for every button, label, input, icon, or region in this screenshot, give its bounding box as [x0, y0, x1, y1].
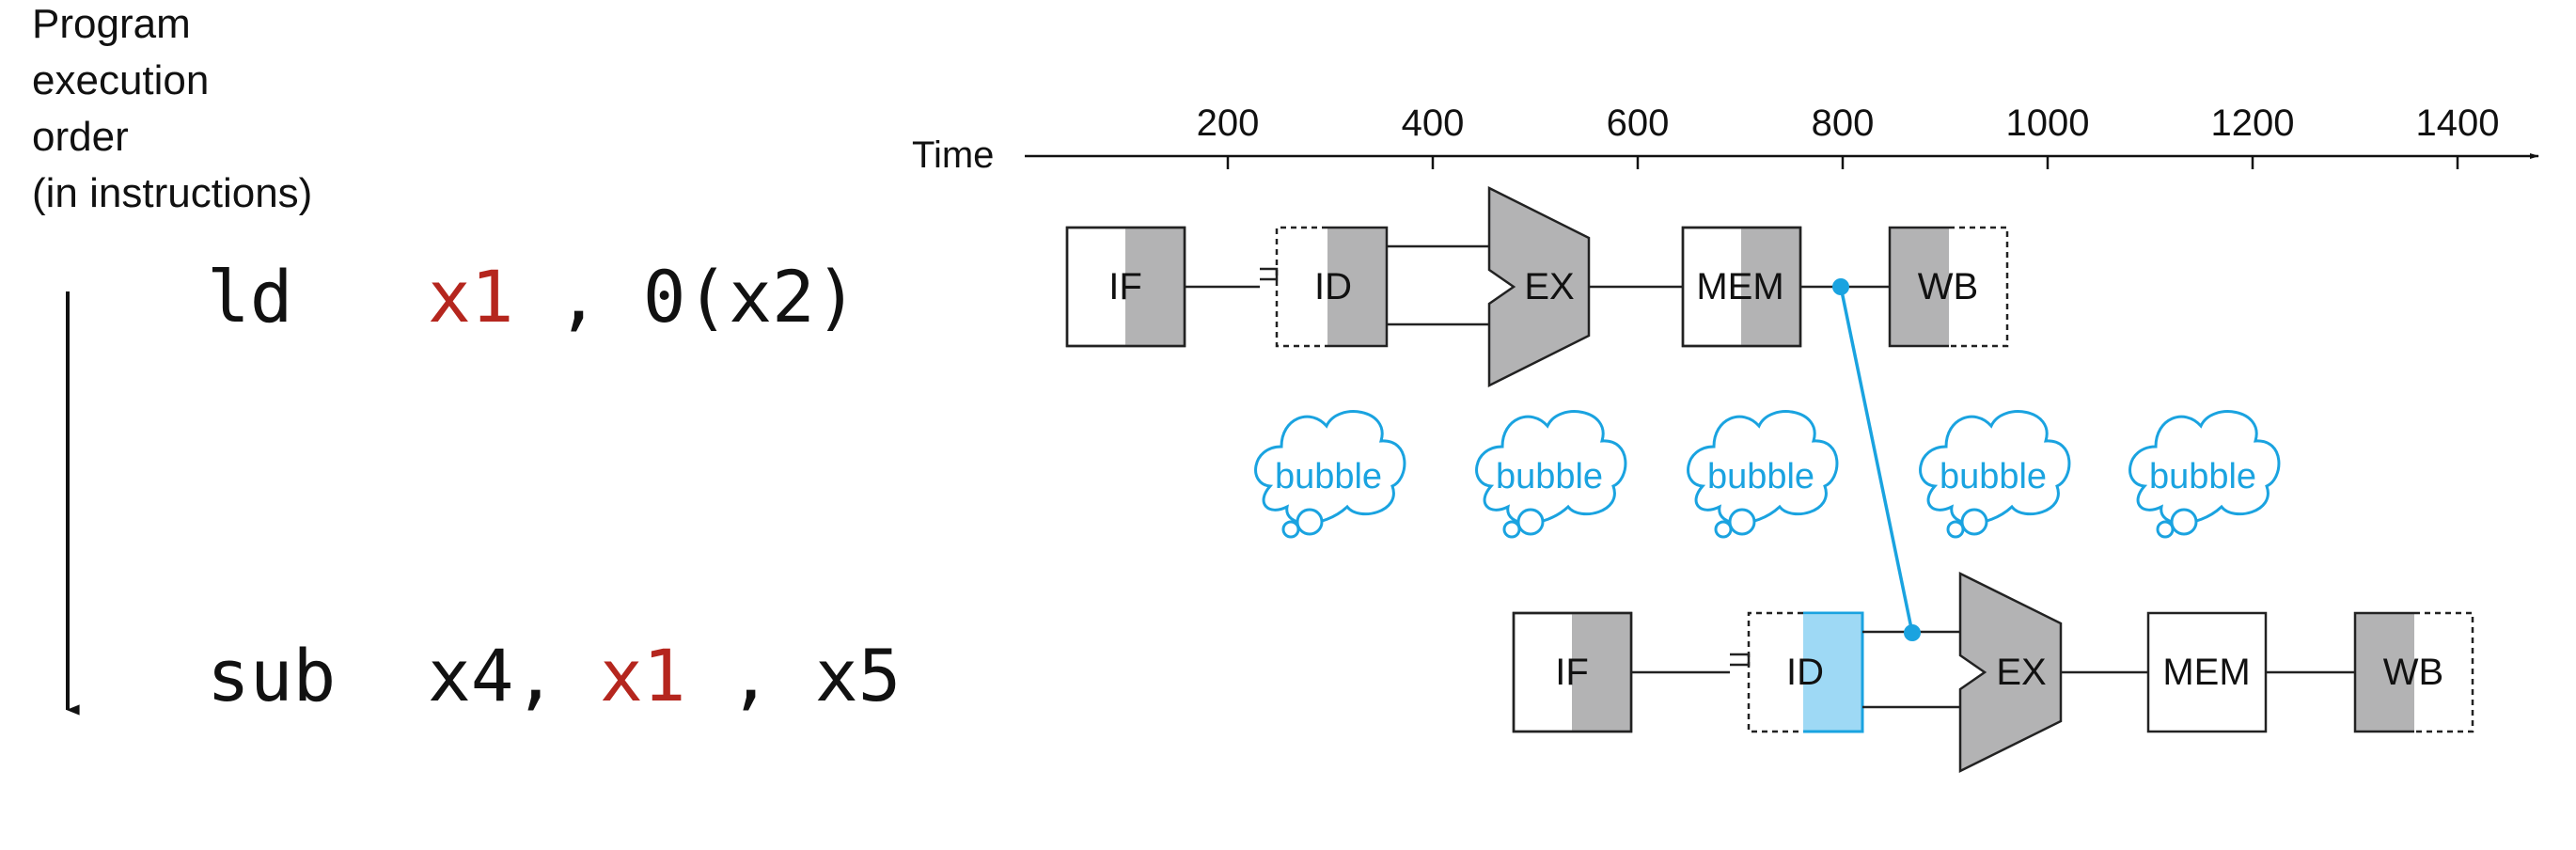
bubble-label: bubble: [1496, 457, 1603, 496]
forwarding-source-dot: [1832, 278, 1849, 295]
sub-id-label: ID: [1786, 652, 1824, 693]
ld-id-label: ID: [1314, 266, 1352, 307]
bubble-cloud: bubble: [1919, 410, 2071, 539]
time-tick-label: 600: [1607, 102, 1670, 144]
sub-mem-stage: MEM: [2146, 611, 2268, 733]
time-tick-label: 1200: [2211, 102, 2295, 144]
ld-opcode: ld: [207, 255, 293, 338]
time-axis-label: Time: [912, 134, 994, 176]
bubble-cloud-outline: [1475, 410, 1627, 525]
sub-wb-label: WB: [2383, 652, 2443, 693]
time-tick-label: 1000: [2006, 102, 2090, 144]
sub-source-register: x1: [600, 634, 686, 717]
ld-id-stage: ID: [1275, 226, 1389, 348]
bubble-cloud-outline: [1919, 410, 2071, 525]
sub-dest-register: x4,: [428, 634, 600, 717]
forwarding-dest-dot: [1904, 624, 1921, 641]
ld-if-label: IF: [1108, 266, 1142, 307]
bubble-cloud: bubble: [1475, 410, 1627, 539]
bubble-puff-small: [1502, 520, 1521, 539]
program-order-label: Program execution order (in instructions…: [32, 1, 312, 216]
time-tick-label: 400: [1402, 102, 1465, 144]
sub-instruction: sub x4, x1 , x5: [207, 634, 901, 717]
time-axis: Time 200 400 600 800 1000 1200 1400: [912, 102, 2539, 176]
time-tick-label: 1400: [2416, 102, 2500, 144]
bubble-puff: [2170, 508, 2198, 536]
bubble-cloud: bubble: [2128, 410, 2281, 539]
sub-ex-stage: EX: [1958, 571, 2063, 774]
bubble-cloud-outline: [1687, 410, 1839, 525]
bubble-label: bubble: [2149, 457, 2256, 496]
forwarding-path: [1832, 278, 1921, 641]
bubble-puff: [1728, 508, 1756, 536]
bubble-row: bubble bubble bubble bubble bubble: [1254, 410, 2281, 539]
bubble-cloud: bubble: [1687, 410, 1839, 539]
order-label-line-4: (in instructions): [32, 170, 312, 216]
bubble-label: bubble: [1707, 457, 1814, 496]
sub-if-label: IF: [1555, 652, 1589, 693]
bubble-puff-small: [2156, 520, 2175, 539]
sub-wb-stage: WB: [2353, 611, 2474, 733]
sub-operands-tail: , x5: [729, 634, 901, 717]
ld-ex-stage: EX: [1487, 185, 1591, 388]
bubble-puff-small: [1946, 520, 1965, 539]
bubble-cloud-outline: [1254, 410, 1406, 525]
pipeline-row-ld: IF ID EX MEM WB: [1065, 185, 2009, 388]
sub-mem-label: MEM: [2162, 652, 2250, 693]
pipeline-row-sub: IF ID EX MEM WB: [1512, 571, 2474, 774]
bubble-puff: [1960, 508, 1988, 536]
order-label-line-3: order: [32, 114, 129, 160]
bubble-puff-small: [1281, 520, 1300, 539]
time-axis-ticks: 200 400 600 800 1000 1200 1400: [1197, 102, 2500, 169]
bubble-puff: [1296, 508, 1324, 536]
time-tick-label: 200: [1197, 102, 1260, 144]
bubble-label: bubble: [1940, 457, 2047, 496]
ld-wb-label: WB: [1918, 266, 1978, 307]
bubble-cloud-outline: [2128, 410, 2281, 525]
ld-mem-stage: MEM: [1681, 226, 1802, 348]
time-tick-label: 800: [1812, 102, 1875, 144]
bubble-label: bubble: [1275, 457, 1382, 496]
sub-opcode: sub: [207, 634, 336, 717]
bubble-puff: [1516, 508, 1545, 536]
forwarding-line: [1839, 286, 1914, 634]
ld-ex-label: EX: [1524, 266, 1574, 307]
ld-wb-stage: WB: [1888, 226, 2009, 348]
sub-id-stage: ID: [1747, 611, 1864, 733]
bubble-puff-small: [1714, 520, 1733, 539]
order-label-line-1: Program: [32, 1, 191, 47]
ld-if-stage: IF: [1065, 226, 1186, 348]
bubble-cloud: bubble: [1254, 410, 1406, 539]
ld-dest-register: x1: [428, 255, 514, 338]
ld-mem-label: MEM: [1696, 266, 1783, 307]
ld-instruction: ld x1 , 0(x2): [207, 255, 858, 338]
sub-if-stage: IF: [1512, 611, 1633, 733]
ld-operands: , 0(x2): [557, 255, 857, 338]
order-label-line-2: execution: [32, 57, 209, 103]
sub-ex-label: EX: [1996, 652, 2046, 693]
